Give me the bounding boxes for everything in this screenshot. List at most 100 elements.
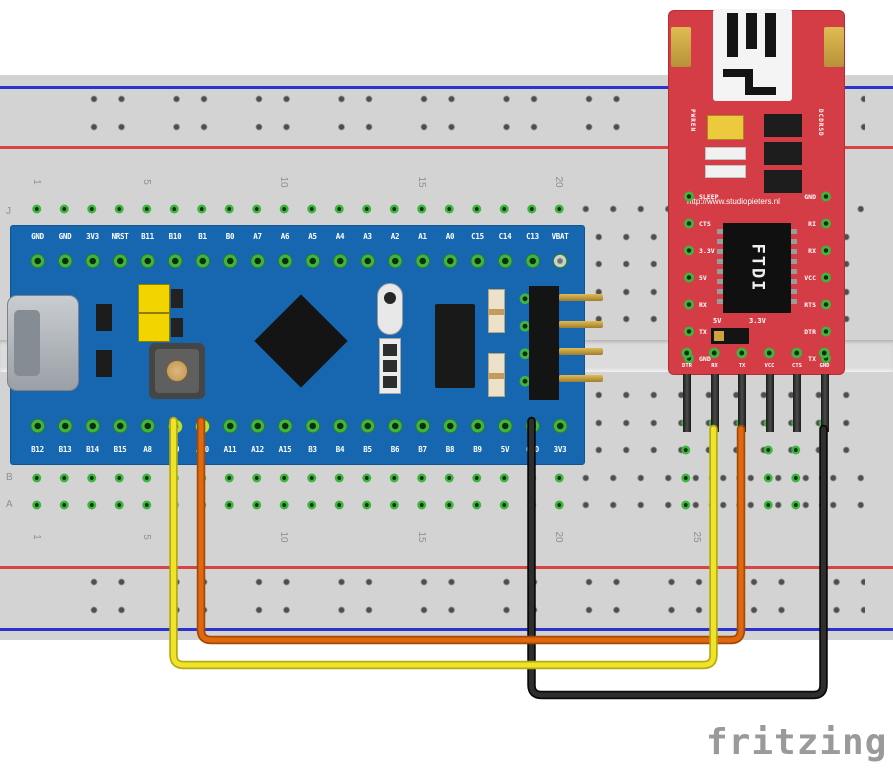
pin-label: SLEEP xyxy=(699,192,719,201)
pin-label: A15 xyxy=(278,445,292,454)
pin-label: VCC xyxy=(764,363,775,369)
column-number: 15 xyxy=(416,176,427,188)
ftdi-breakout-board: PWREN DCDRSD http://www.studiopieters.nl… xyxy=(668,9,845,432)
pin-label: A11 xyxy=(223,445,237,454)
pin-label: RI xyxy=(808,219,816,228)
column-number: 5 xyxy=(141,179,152,185)
pin-label: A3 xyxy=(363,232,372,241)
pin-label: B0 xyxy=(225,232,235,241)
board-url-text: http://www.studiopieters.nl xyxy=(687,197,780,206)
stm32-top-pin-labels: GND GND 3V3 NRST B11 B10 B1 B0 A7 A6 A5 … xyxy=(24,232,574,241)
pin-label: RX xyxy=(699,300,707,309)
connected-holes xyxy=(672,444,838,456)
row-letter-j: J xyxy=(6,206,11,217)
pin-label: B15 xyxy=(113,445,127,454)
pin-a9-connected xyxy=(167,418,183,434)
vertical-label-right: DCDRSD xyxy=(817,109,824,137)
resistor xyxy=(488,289,505,333)
pin-label: B13 xyxy=(58,445,72,454)
pin-label: TX xyxy=(699,327,707,336)
connected-holes xyxy=(22,499,573,511)
header-pin-rx xyxy=(710,374,719,432)
usb-trace xyxy=(723,69,747,77)
connected-holes xyxy=(672,416,838,429)
pin-label: A4 xyxy=(335,232,345,241)
pin-label: A9 xyxy=(170,445,180,454)
pin-label: B8 xyxy=(445,445,455,454)
pin-label: RX xyxy=(711,363,718,369)
component-pad xyxy=(383,344,397,356)
pin-label: NRST xyxy=(111,232,129,241)
pin-label: GND xyxy=(804,192,816,201)
resistor xyxy=(488,353,505,397)
pin-label: B1 xyxy=(198,232,207,241)
usb-trace xyxy=(753,87,776,95)
crystal-oscillator xyxy=(377,283,403,335)
connected-holes xyxy=(22,471,573,484)
jumper-pad xyxy=(714,331,724,341)
header-pin-cts xyxy=(793,374,801,432)
resistor xyxy=(705,147,746,160)
chip-pins xyxy=(791,229,797,309)
ftdi-chip: FTDI xyxy=(723,223,791,313)
smd-component xyxy=(764,142,802,165)
stm32-mcu-chip xyxy=(254,294,348,388)
pin-label: A12 xyxy=(251,445,264,454)
pin-label: VBAT xyxy=(551,232,569,241)
pin-label: A1 xyxy=(418,232,427,241)
column-number: 20 xyxy=(553,531,565,543)
jumper-pin xyxy=(171,318,183,337)
mounting-pad xyxy=(671,27,691,67)
jumper-label-3v3: 3.3V xyxy=(749,317,766,325)
pin-label: B12 xyxy=(31,445,44,454)
power-rail-line-blue-top xyxy=(0,86,893,89)
pin-label: RTS xyxy=(804,300,816,309)
column-number: 25 xyxy=(691,531,702,543)
jumper-pin xyxy=(171,289,183,308)
reset-button xyxy=(149,343,205,399)
pin-label: B5 xyxy=(363,445,372,454)
pin-label: C15 xyxy=(471,232,484,241)
pin-label: A2 xyxy=(390,232,400,241)
pin-label: C14 xyxy=(498,232,512,241)
reset-button-knob xyxy=(166,360,188,382)
usb-connector-footprint xyxy=(713,9,792,101)
component-pad xyxy=(383,376,397,388)
header-pin-tx xyxy=(738,374,746,432)
pin-label: GND xyxy=(31,232,44,241)
pin-label: CTS xyxy=(792,363,802,369)
ftdi-bottom-pin-holes xyxy=(673,345,839,361)
column-number: 5 xyxy=(141,534,152,540)
pin-label: 5V xyxy=(699,273,707,282)
usb-opening xyxy=(14,310,40,376)
pin-label: B6 xyxy=(390,445,400,454)
power-rail-line-blue-bottom xyxy=(0,628,893,631)
ftdi-chip-label: FTDI xyxy=(746,243,767,293)
swd-header xyxy=(529,286,559,400)
column-number: 1 xyxy=(31,534,42,540)
pin-label: VCC xyxy=(804,273,816,282)
vertical-label-left: PWREN xyxy=(689,109,696,133)
capacitor xyxy=(707,115,744,140)
header-pin-gnd xyxy=(820,374,829,432)
crystal-marker xyxy=(384,292,396,304)
column-number: 10 xyxy=(278,531,290,543)
header-pin-dtr xyxy=(683,374,691,432)
pin-label: B4 xyxy=(335,445,345,454)
boot1-jumper xyxy=(138,313,170,342)
pin-label: B10 xyxy=(168,232,182,241)
pin-label: GND xyxy=(526,445,539,454)
column-number: 1 xyxy=(31,179,42,185)
header-pin-vcc xyxy=(765,374,774,432)
pin-label: A0 xyxy=(445,232,455,241)
mounting-pad xyxy=(824,27,844,67)
chip-pins xyxy=(717,229,723,309)
pin-label: B7 xyxy=(418,445,427,454)
capacitor xyxy=(96,350,112,377)
voltage-jumper xyxy=(711,328,749,344)
hole-row xyxy=(88,576,865,588)
stm32-bottom-pin-labels: B12 B13 B14 B15 A8 A9 A10 A11 A12 A15 B3… xyxy=(24,445,574,454)
pin-label: B3 xyxy=(308,445,317,454)
pin-label: RX xyxy=(808,246,816,255)
